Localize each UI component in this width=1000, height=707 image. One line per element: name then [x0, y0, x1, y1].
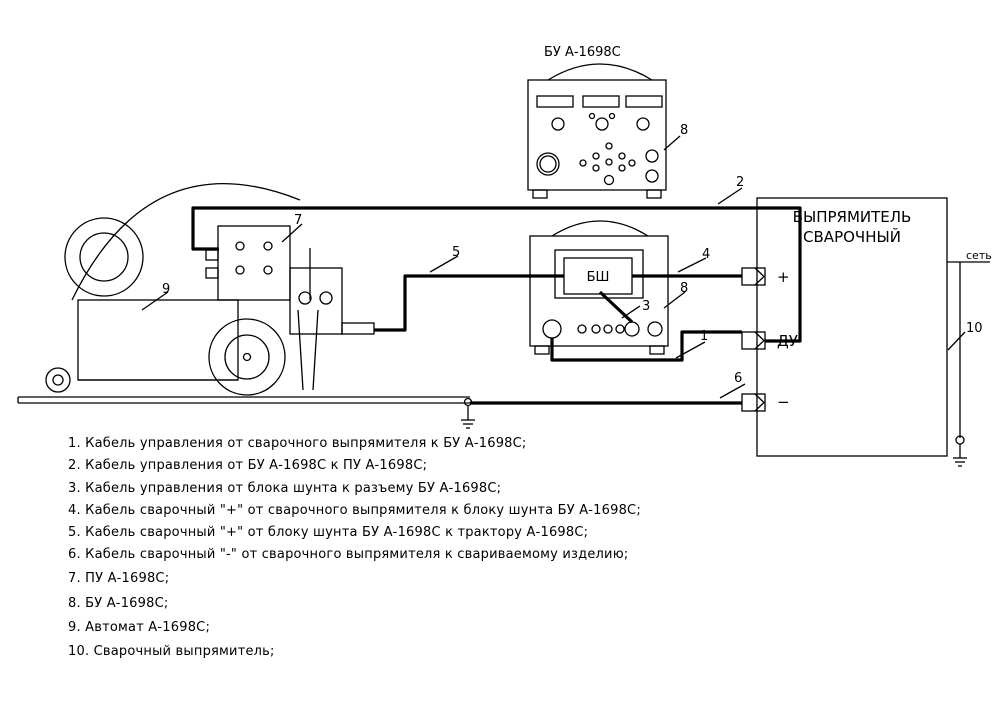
cable-3 — [598, 290, 634, 324]
cable-2 — [191, 206, 802, 343]
welding-rectifier — [741, 197, 990, 467]
du-terminal-label: ДУ — [777, 332, 798, 350]
callout-6: 6 — [734, 371, 742, 386]
callout-8-top: 8 — [680, 123, 688, 138]
callout-7: 7 — [294, 213, 302, 228]
callout-10: 10 — [966, 321, 983, 336]
legend-item: 3. Кабель управления от блока шунта к ра… — [68, 481, 502, 496]
legend-item: 1. Кабель управления от сварочного выпря… — [68, 436, 527, 451]
plus-terminal-label: + — [777, 268, 790, 286]
bu-unit-top — [527, 63, 681, 199]
legend-item: 6. Кабель сварочный "-" от сварочного вы… — [68, 547, 629, 562]
bu-unit-title: БУ А-1698С — [544, 45, 621, 60]
legend-item: 9. Автомат А-1698С; — [68, 620, 211, 635]
callout-8-middle: 8 — [680, 281, 688, 296]
shunt-label: БШ — [587, 270, 610, 285]
callout-1: 1 — [700, 329, 708, 344]
minus-terminal-label: − — [777, 393, 790, 411]
network-label: сеть — [966, 249, 992, 262]
cable-5 — [374, 274, 564, 332]
callout-3: 3 — [642, 299, 650, 314]
bu-unit-middle — [529, 220, 669, 355]
callout-9: 9 — [162, 282, 170, 297]
legend-item: 4. Кабель сварочный "+" от сварочного вы… — [68, 503, 641, 518]
rectifier-title-line2: СВАРОЧНЫЙ — [803, 227, 901, 246]
legend-item: 2. Кабель управления от БУ А-1698С к ПУ … — [68, 458, 428, 473]
callout-4: 4 — [702, 247, 710, 262]
welding-tractor — [17, 182, 470, 404]
legend-item: 7. ПУ А-1698С; — [68, 571, 170, 586]
callout-5: 5 — [452, 245, 460, 260]
legend-item: 10. Сварочный выпрямитель; — [68, 644, 275, 659]
legend-item: 8. БУ А-1698С; — [68, 596, 169, 611]
cable-1 — [550, 330, 742, 362]
legend-item: 5. Кабель сварочный "+" от блоку шунта Б… — [68, 525, 589, 540]
rectifier-title-line1: ВЫПРЯМИТЕЛЬ — [793, 208, 912, 226]
callout-2: 2 — [736, 175, 744, 190]
